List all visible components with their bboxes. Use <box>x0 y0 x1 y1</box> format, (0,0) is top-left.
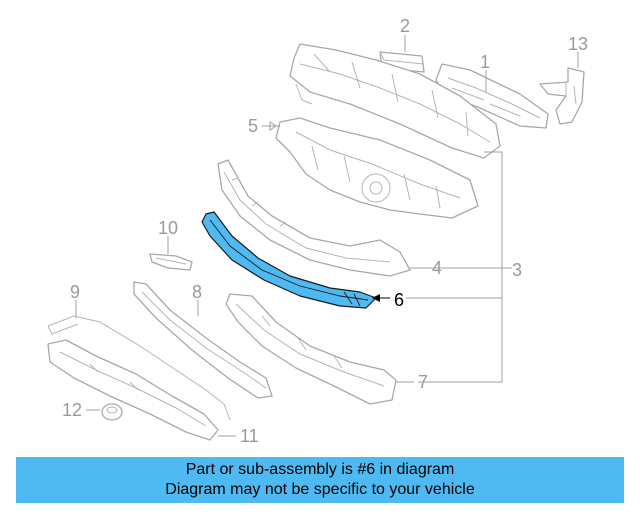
part-6-highlighted <box>201 211 390 309</box>
callout-10: 10 <box>158 218 178 238</box>
banner-line-2: Diagram may not be specific to your vehi… <box>165 481 475 498</box>
callout-2: 2 <box>400 16 410 36</box>
assembly-3-bracket <box>406 151 512 383</box>
callout-13: 13 <box>568 34 588 54</box>
callout-3: 3 <box>512 260 522 280</box>
callout-6: 6 <box>394 290 404 310</box>
part-10 <box>149 236 193 271</box>
banner-line-1: Part or sub-assembly is #6 in diagram <box>185 461 455 478</box>
info-banner: Part or sub-assembly is #6 in diagram Di… <box>16 457 624 503</box>
callout-8: 8 <box>192 282 202 302</box>
part-4 <box>217 159 428 277</box>
callout-9: 9 <box>70 282 80 302</box>
part-5 <box>262 117 479 219</box>
part-13 <box>539 52 585 125</box>
part-12 <box>86 403 123 421</box>
callout-4: 4 <box>432 258 442 278</box>
part-11 <box>47 339 236 441</box>
part-8 <box>133 281 273 399</box>
parts-diagram: 2 13 1 5 10 4 3 6 9 8 7 12 11 <box>47 16 588 446</box>
upper-cowl-panel <box>289 43 501 159</box>
callout-12: 12 <box>62 400 82 420</box>
callout-5: 5 <box>248 116 258 136</box>
callout-11: 11 <box>240 426 259 446</box>
part-7 <box>225 293 414 405</box>
callout-7: 7 <box>418 372 428 392</box>
part-9 <box>47 300 231 421</box>
callout-1: 1 <box>480 52 490 72</box>
